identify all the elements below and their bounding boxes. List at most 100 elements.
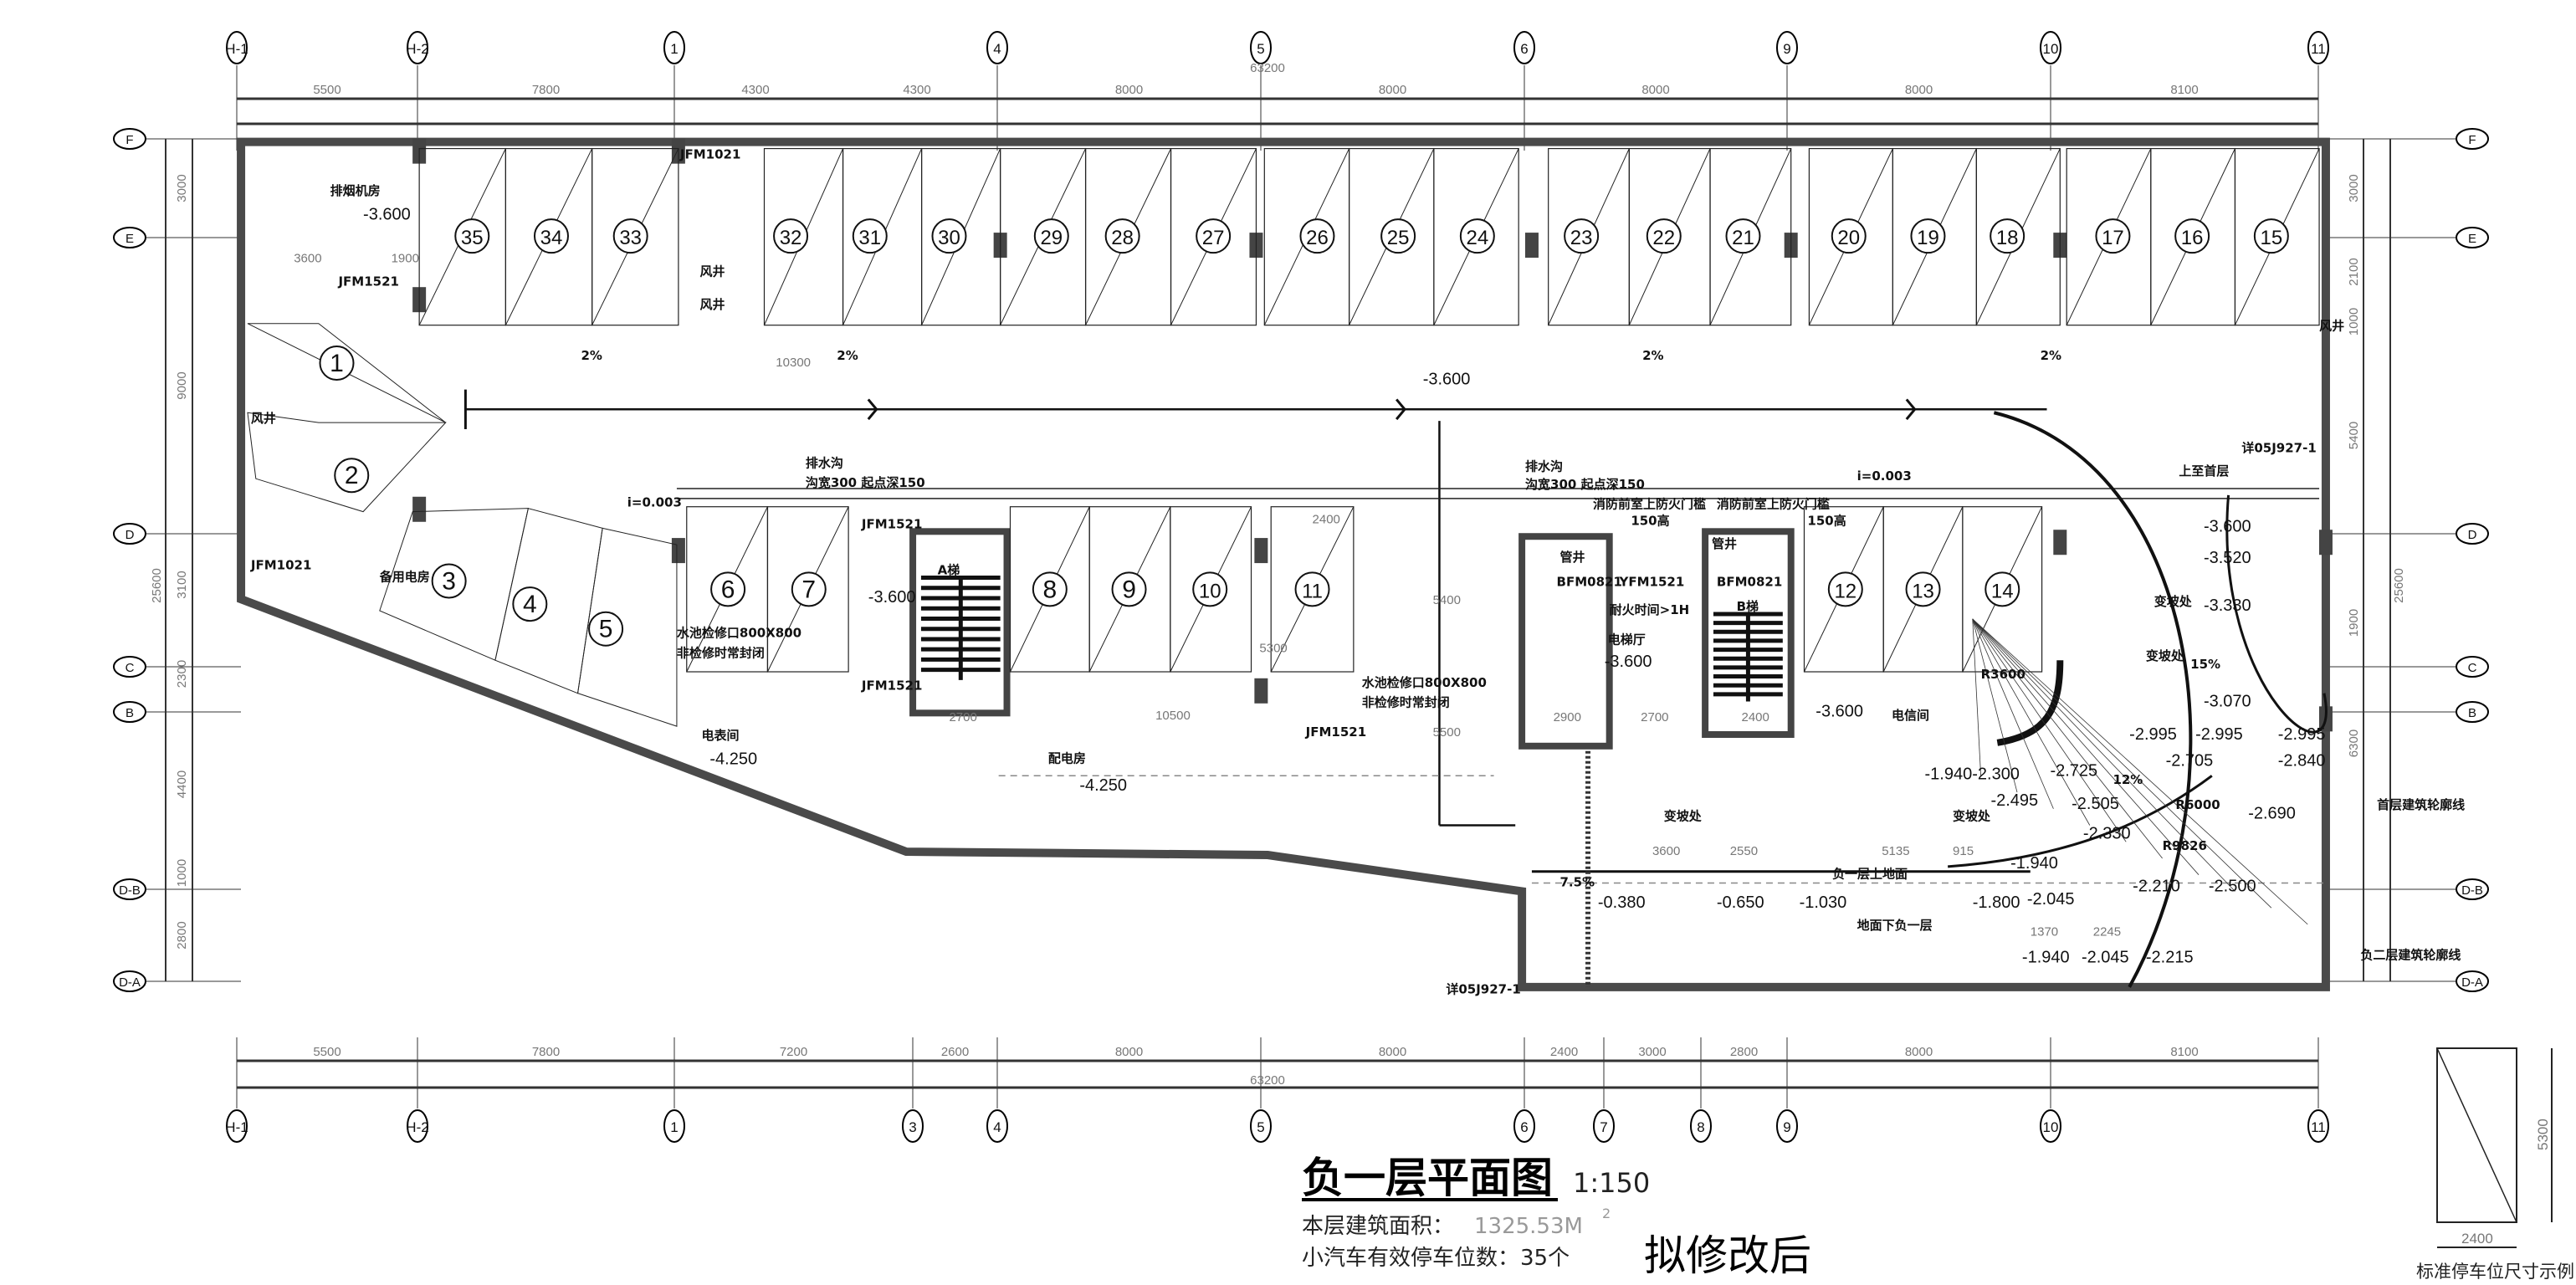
annotation-label: -2.995 [2129,725,2177,744]
ramp-curve [2225,494,2328,734]
annotation-label: 沟宽300 起点深150 [806,475,925,490]
annotation-label: 电表间 [702,728,740,743]
annotation-label: 上至首层 [2179,463,2229,479]
parking-number: 35 [461,227,484,249]
annotation-label: 2% [581,348,602,363]
legend-caption: 标准停车位尺寸示例 [2416,1262,2574,1282]
parking-number-circle [710,571,746,607]
axis-bubble [407,1109,428,1143]
axis-bubble [663,31,685,64]
ramp-radial-line [1972,618,2054,809]
dim-text: 6300 [2347,730,2361,757]
dim-text: 8000 [1905,83,1933,97]
annotation-label: 排水沟 [806,455,843,470]
annotation-label: 150高 [1807,513,1846,528]
annotation-label: R3600 [1981,667,2025,682]
annotation-label: 12% [2113,772,2143,787]
axis-label-row: E [125,232,134,246]
annotation-label: 地面下负一层 [1857,918,1933,933]
direction-arrow-icon [1396,398,1406,421]
dim-text: 7800 [532,83,560,97]
dim-text: 8000 [1641,83,1669,97]
stair-b-walls [1702,528,1795,738]
parking-number: 5 [599,616,613,643]
parking-number-circle [1905,571,1941,607]
parking-number: 11 [1302,580,1323,602]
dim-text: 5500 [313,1045,341,1059]
dim-text: 7200 [780,1045,807,1059]
parking-number: 28 [1111,227,1134,249]
parking-number: 24 [1466,227,1488,249]
annotation-label: -3.600 [1423,371,1471,389]
dim-text: 8100 [2170,1045,2198,1059]
parking-number: 32 [780,227,802,249]
ramp-radial-line [1972,618,2127,842]
parking-space [766,506,849,673]
annotation-label: -2.725 [2050,761,2097,780]
axis-bubble [2307,1109,2329,1143]
angled-parking-space [247,412,447,513]
axis-label-top: H-1 [225,41,248,57]
annotation-label: 风井 [251,411,276,426]
parking-space [1709,147,1792,326]
axis-bubble [2456,523,2489,545]
parking-number-circle [1827,571,1863,607]
annotation-label: 变坡处 [1664,809,1703,824]
annotation-label: -2.045 [2027,890,2075,909]
axis-label-bottom: H-1 [225,1119,248,1135]
structural-column [1524,233,1539,259]
annotation-label: -3.600 [363,205,411,223]
parking-number-circle [1646,218,1682,254]
ramp-radial-line [1972,618,2091,826]
annotation-label: -1.800 [1973,893,2020,912]
parking-number: 8 [1042,576,1057,603]
dim-text: 1900 [2347,609,2361,637]
axis-bubble [1513,31,1535,64]
annotation-label: B梯 [1737,599,1759,614]
parking-number-circle [2174,218,2210,254]
parking-number: 9 [1122,576,1136,603]
axis-label-top: 6 [1520,41,1528,57]
building-walls [237,137,2333,991]
parking-number-circle [2095,218,2131,254]
axis-label-bottom: 1 [670,1119,678,1135]
annotation-label: JFM1521 [861,516,923,531]
annotation-label: 10500 [1155,709,1191,723]
annotation-label: 备用电房 [379,569,430,584]
structural-column [2318,530,2333,555]
ramp-radial-line [1972,618,1981,776]
parking-count-label: 小汽车有效停车位数： [1302,1246,1519,1271]
parking-number-circle [533,218,569,254]
parking-space [1433,147,1519,326]
annotation-label: 排水沟 [1525,458,1563,474]
ramp-outer-curve [1993,411,2193,988]
parking-number-circle [931,218,967,254]
dim-total: 63200 [1250,1073,1285,1088]
annotation-label: 耐火时间>1H [1610,602,1690,617]
dim-total: 25600 [150,568,164,603]
parking-size-legend: 2400 5300 标准停车位尺寸示例 [2416,1047,2574,1282]
axis-bubble [1513,1109,1535,1143]
axis-bubble [1776,31,1798,64]
axis-bubble [113,878,146,900]
parking-number-circle [1459,218,1495,254]
axis-label-bottom: H-2 [406,1119,428,1135]
direction-arrow-icon [867,398,878,421]
annotation-label: JFM1521 [337,274,399,289]
axis-label-row: C [125,661,135,675]
ramp-radial-line [1972,618,2200,875]
annotation-label: -2.210 [2133,877,2180,895]
angled-parking-space [576,527,678,727]
dim-text: 4400 [175,770,189,798]
annotation-label: 150高 [1631,513,1669,528]
annotation-label: R6000 [2175,797,2220,812]
annotation-label: JFM1021 [250,558,312,573]
annotation-label: -0.380 [1598,893,1646,912]
parking-number: 26 [1306,227,1329,249]
parking-number: 29 [1040,227,1063,249]
axis-bubble [1690,1109,1712,1143]
drawing-details [463,389,2328,988]
annotation-label: 配电房 [1048,751,1086,766]
parking-number: 19 [1917,227,1939,249]
annotation-label: 风井 [700,264,725,279]
